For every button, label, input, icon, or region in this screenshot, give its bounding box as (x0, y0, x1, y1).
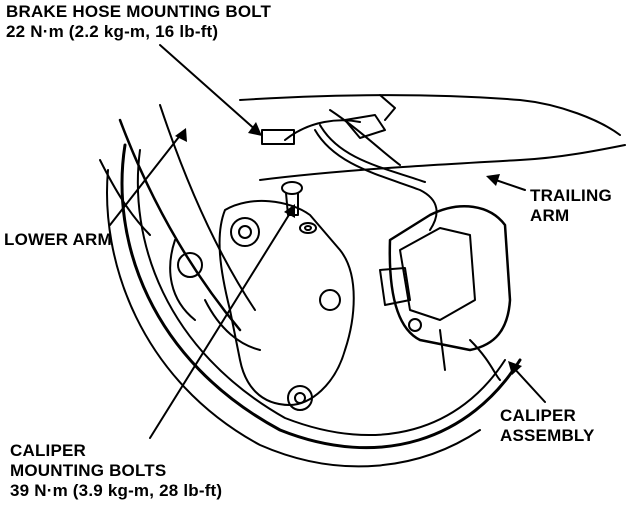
knuckle-body (169, 199, 355, 411)
brake-hose-torque-spec: 22 N·m (2.2 kg-m, 16 lb-ft) (6, 22, 219, 41)
caliper-bolts-label-line2: MOUNTING BOLTS (10, 461, 167, 480)
caliper-assembly-label: CALIPER ASSEMBLY (500, 406, 595, 446)
caliper-bolts-label-line1: CALIPER (10, 441, 87, 460)
trailing-arm-label: TRAILING ARM (530, 186, 612, 226)
trailing-arm-label-line2: ARM (530, 206, 570, 225)
trailing-arm (239, 94, 626, 181)
caliper-assembly-label-line1: CALIPER (500, 406, 577, 425)
brake-hose (261, 114, 438, 231)
brake-hose-label-line1: BRAKE HOSE MOUNTING BOLT (6, 2, 272, 21)
caliper-bolts-torque-spec: 39 N·m (3.9 kg-m, 28 lb-ft) (10, 481, 223, 500)
rotor-outline (106, 143, 522, 468)
caliper-assembly-label-line2: ASSEMBLY (500, 426, 595, 445)
caliper-assembly (379, 205, 512, 381)
leader-lines (109, 44, 546, 439)
brake-hose-mounting-bolt-label: BRAKE HOSE MOUNTING BOLT 22 N·m (2.2 kg-… (6, 2, 271, 42)
caliper-mounting-bolts-label: CALIPER MOUNTING BOLTS 39 N·m (3.9 kg-m,… (10, 441, 222, 501)
lower-arm (99, 104, 256, 332)
caliper-mounting-bolt (281, 181, 317, 234)
trailing-arm-label-line1: TRAILING (530, 186, 612, 205)
lower-arm-label: LOWER ARM (4, 230, 112, 249)
arrow-heads (175, 122, 522, 375)
